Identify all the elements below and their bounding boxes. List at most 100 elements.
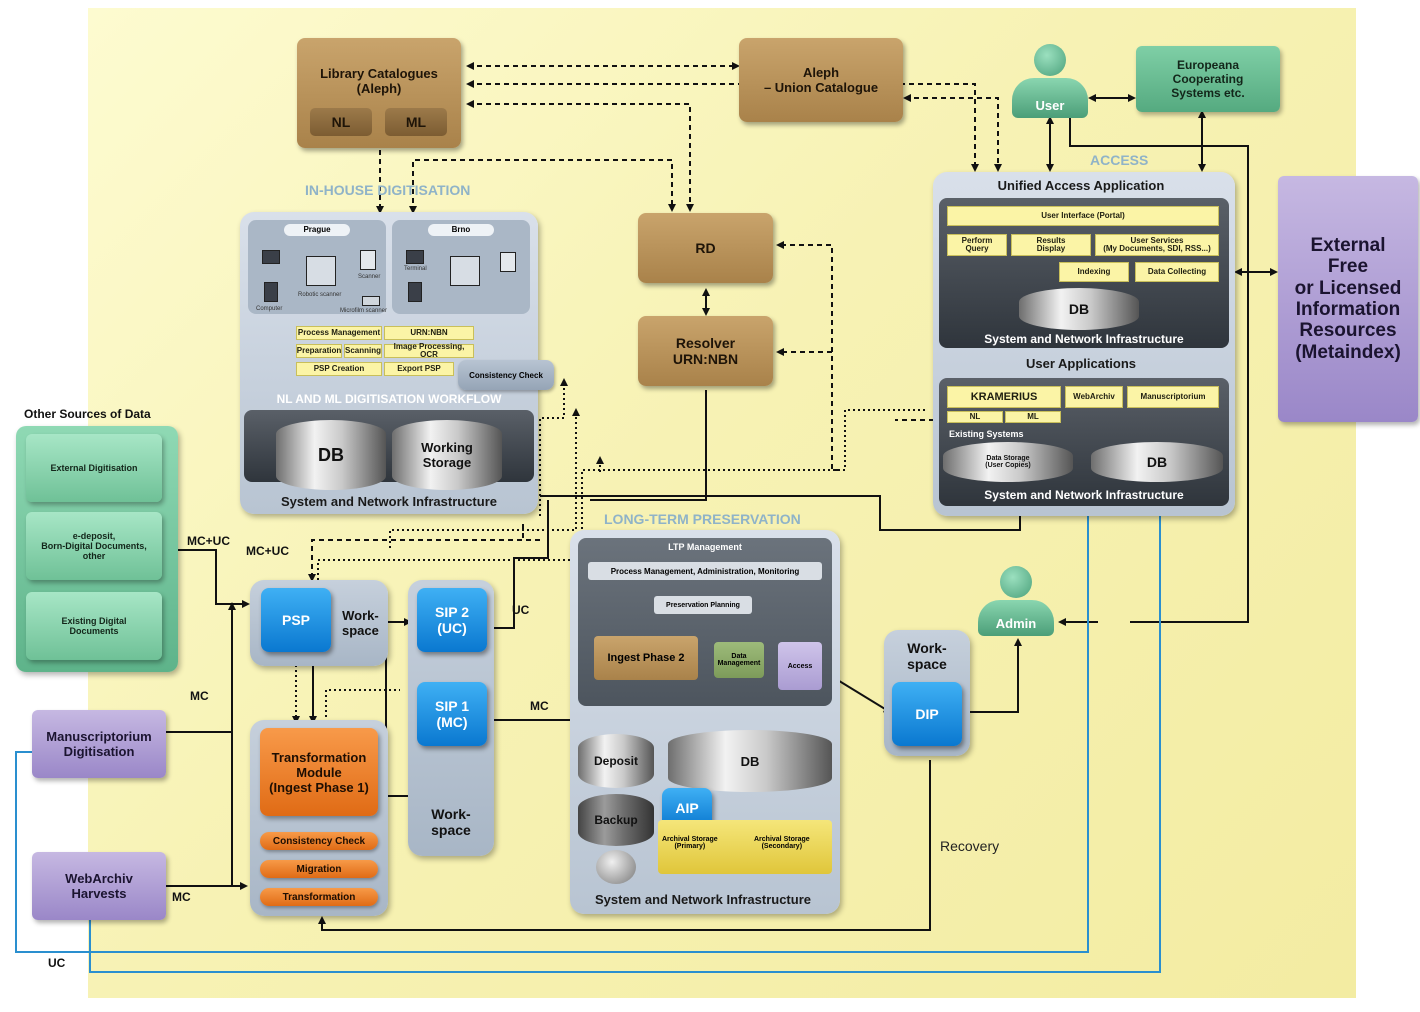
user-apps-db-cylinder: DB	[1091, 442, 1223, 482]
prague-site: Prague Computer Robotic scanner Scanner …	[248, 220, 388, 314]
kramerius-ml-box: ML	[1005, 411, 1061, 423]
sip2-box: SIP 2 (UC)	[417, 588, 487, 652]
ingest-phase2-box: Ingest Phase 2	[594, 636, 698, 680]
ltp-title: LONG-TERM PRESERVATION	[604, 511, 801, 527]
recovery-label: Recovery	[940, 838, 1000, 854]
edge-label-uc-1: UC	[512, 603, 530, 617]
edge-label-mc-3: MC	[530, 699, 549, 713]
resolver-box: Resolver URN:NBN	[638, 316, 773, 386]
working-storage-cylinder: Working Storage	[392, 420, 502, 490]
ltp-access-box: Access	[778, 642, 822, 690]
psp-workspace-panel: PSP Work- space	[250, 580, 388, 666]
ltp-db-cylinder: DB	[668, 730, 832, 792]
scanner-label: Scanner	[358, 274, 381, 280]
sip-workspace-label: Work- space	[431, 806, 471, 838]
transformation-module-box: Transformation Module (Ingest Phase 1)	[260, 728, 378, 816]
other-sources-title: Other Sources of Data	[24, 407, 151, 421]
user-apps-title: User Applications	[1025, 356, 1137, 371]
microfilm-scanner-icon	[362, 296, 380, 306]
inhouse-infra-label: System and Network Infrastructure	[280, 494, 497, 509]
library-catalogues-title: Library Catalogues (Aleph)	[320, 66, 438, 96]
dip-workspace-panel: Work- space DIP	[884, 630, 970, 756]
deposit-cylinder: Deposit	[578, 734, 654, 788]
access-title: ACCESS	[1090, 152, 1149, 168]
microfilm-scanner-label: Microfilm scanner	[340, 308, 388, 314]
archival-secondary-label: Archival Storage (Secondary)	[754, 836, 810, 850]
scanning-cell: Scanning	[344, 344, 382, 358]
backup-disk-icon	[596, 850, 636, 884]
uaa-inner: User Interface (Portal) Perform Query Re…	[939, 198, 1229, 348]
manuscriptorium-digitisation-box: Manuscriptorium Digitisation	[32, 710, 166, 778]
inhouse-panel: Prague Computer Robotic scanner Scanner …	[240, 212, 538, 514]
inhouse-db-cylinder: DB	[276, 420, 386, 490]
computer-label: Computer	[256, 306, 283, 312]
export-psp-cell: Export PSP	[384, 362, 454, 376]
edge-label-mc-2: MC	[172, 890, 191, 904]
perform-query-box: Perform Query	[947, 234, 1007, 256]
workflow-title: NL AND ML DIGITISATION WORKFLOW	[276, 392, 502, 406]
data-storage-cylinder: Data Storage (User Copies)	[943, 442, 1073, 482]
existing-digital-box: Existing Digital Documents	[26, 592, 162, 660]
admin-label: Admin	[978, 600, 1054, 636]
uaa-title: Unified Access Application	[997, 178, 1165, 193]
archival-primary-label: Archival Storage (Primary)	[662, 836, 718, 850]
user-head-icon	[1034, 44, 1066, 76]
existing-systems-label: Existing Systems	[949, 429, 1024, 439]
kramerius-nl-box: NL	[947, 411, 1003, 423]
user-label: User	[1012, 78, 1088, 118]
admin-figure: Admin	[978, 566, 1054, 636]
workflow-grid: Process Management URN:NBN Preparation S…	[296, 326, 476, 376]
transformation-panel: Transformation Module (Ingest Phase 1) C…	[250, 720, 388, 916]
edge-label-mc-uc-1: MC+UC	[187, 534, 231, 548]
user-apps-infra-label: System and Network Infrastructure	[984, 488, 1184, 502]
archival-storage-area: Archival Storage (Primary) Archival Stor…	[658, 820, 832, 874]
psp-creation-cell: PSP Creation	[296, 362, 382, 376]
uaa-db-cylinder: DB	[1019, 288, 1139, 330]
terminal-label: Terminal	[404, 266, 427, 272]
scanner-icon	[360, 250, 376, 270]
dip-workspace-label: Work- space	[907, 640, 947, 672]
psp-workspace-label: Work- space	[342, 608, 379, 638]
migration-bar: Migration	[260, 860, 378, 878]
process-management-cell: Process Management	[296, 326, 382, 340]
uaa-infra-label: System and Network Infrastructure	[984, 332, 1184, 346]
edge-label-mc-uc-2: MC+UC	[246, 544, 290, 558]
edge-label-uc-2: UC	[48, 956, 66, 970]
computer-icon	[408, 282, 422, 302]
image-processing-cell: Image Processing, OCR	[384, 343, 474, 359]
terminal-icon	[406, 250, 424, 264]
webarchiv-harvests-box: WebArchiv Harvests	[32, 852, 166, 920]
results-display-box: Results Display	[1011, 234, 1091, 256]
sip1-box: SIP 1 (MC)	[417, 682, 487, 746]
ml-box: ML	[385, 108, 447, 136]
europeana-box: Europeana Cooperating Systems etc.	[1136, 46, 1280, 112]
webarchiv-app-box: WebArchiv	[1065, 386, 1123, 408]
ui-portal-box: User Interface (Portal)	[947, 206, 1219, 226]
ltp-infra-label: System and Network Infrastructure	[594, 892, 811, 907]
preservation-planning-box: Preservation Planning	[654, 596, 752, 614]
external-resources-box: External Free or Licensed Information Re…	[1278, 176, 1418, 422]
library-catalogues-box: Library Catalogues (Aleph) NL ML	[297, 38, 461, 148]
e-deposit-box: e-deposit, Born-Digital Documents, other	[26, 512, 162, 580]
sip-workspace-panel: SIP 2 (UC) SIP 1 (MC) Work- space	[408, 580, 494, 856]
process-management-bar: Process Management, Administration, Moni…	[588, 562, 822, 580]
access-panel: Unified Access Application User Interfac…	[933, 172, 1235, 516]
brno-label: Brno	[428, 224, 494, 236]
other-sources-panel: External Digitisation e-deposit, Born-Di…	[16, 426, 178, 672]
robotic-scanner-icon	[306, 256, 336, 286]
ltp-panel: LTP Management Process Management, Admin…	[570, 530, 840, 914]
user-services-box: User Services (My Documents, SDI, RSS...…	[1095, 234, 1219, 256]
prague-label: Prague	[284, 224, 350, 236]
scanner-icon	[500, 252, 516, 272]
user-apps-inner: KRAMERIUS WebArchiv Manuscriptorium NL M…	[939, 378, 1229, 506]
admin-head-icon	[1000, 566, 1032, 598]
data-management-box: Data Management	[714, 642, 764, 678]
ltp-management-title: LTP Management	[668, 542, 742, 552]
manuscriptorium-app-box: Manuscriptorium	[1127, 386, 1219, 408]
backup-cylinder: Backup	[578, 794, 654, 846]
data-collecting-box: Data Collecting	[1135, 262, 1219, 282]
transformation-bar: Transformation	[260, 888, 378, 906]
computer-icon	[264, 282, 278, 302]
kramerius-box: KRAMERIUS	[947, 386, 1061, 408]
